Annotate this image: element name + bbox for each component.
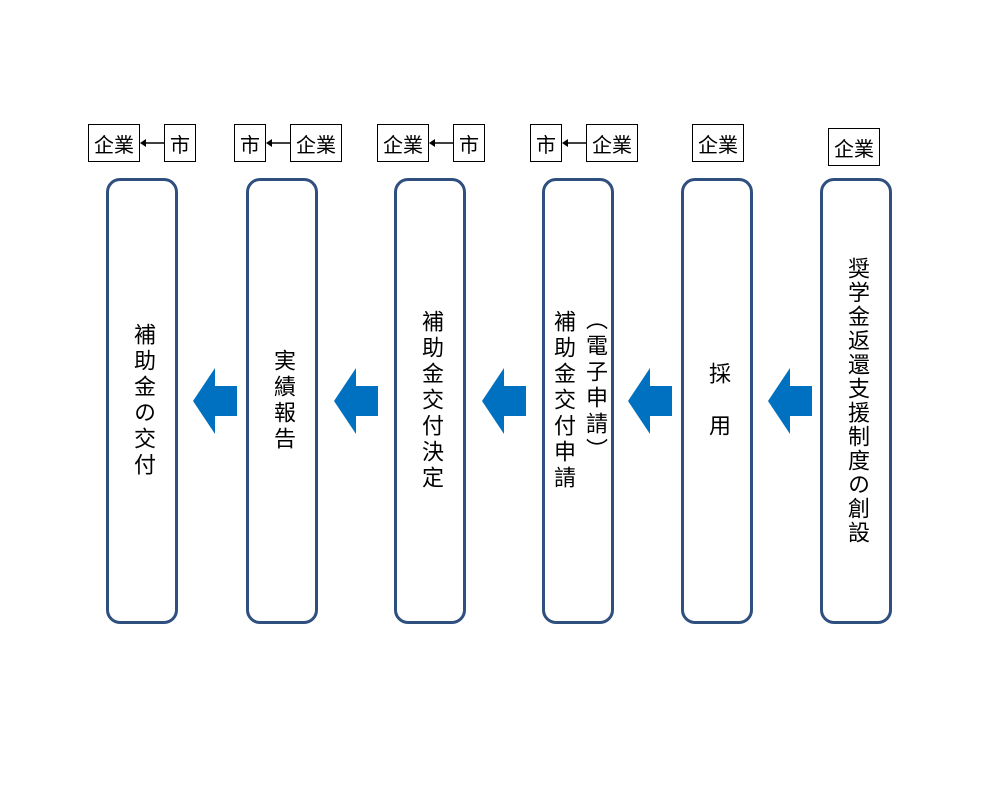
actor-box: 企業	[828, 128, 880, 166]
actor-box: 市	[234, 124, 266, 162]
actor-label-5: 企業	[692, 124, 744, 162]
flow-arrow-left-icon	[193, 368, 237, 434]
step-text: 奨学金返還支援制度の創設	[844, 257, 869, 545]
actor-label-6: 企業	[828, 128, 880, 166]
actor-box: 企業	[290, 124, 342, 162]
flow-arrow-left-icon	[482, 368, 526, 434]
arrow-left-icon	[266, 139, 290, 147]
arrow-left-icon	[140, 139, 164, 147]
actor-box: 企業	[692, 124, 744, 162]
step-text: 採 用	[705, 362, 730, 440]
step-box-1: 補助金の交付	[106, 178, 178, 624]
actor-label-4: 市 企業	[530, 124, 638, 162]
flow-arrow-left-icon	[334, 368, 378, 434]
step-subtext: （電子申請）	[582, 308, 607, 464]
actor-box: 市	[164, 124, 196, 162]
step-text: 補助金交付申請	[550, 310, 575, 492]
actor-box: 企業	[377, 124, 429, 162]
flow-arrow-left-icon	[768, 368, 812, 434]
actor-box: 市	[453, 124, 485, 162]
step-text: 補助金の交付	[130, 323, 155, 479]
step-text: 補助金交付決定	[418, 310, 443, 492]
actor-label-3: 企業 市	[377, 124, 485, 162]
actor-box: 企業	[88, 124, 140, 162]
actor-label-1: 企業 市	[88, 124, 196, 162]
step-text: 実績報告	[270, 349, 295, 453]
step-box-4: 補助金交付申請 （電子申請）	[542, 178, 614, 624]
actor-box: 企業	[586, 124, 638, 162]
actor-label-2: 市 企業	[234, 124, 342, 162]
step-box-2: 実績報告	[246, 178, 318, 624]
step-box-6: 奨学金返還支援制度の創設	[820, 178, 892, 624]
arrow-left-icon	[562, 139, 586, 147]
step-box-5: 採 用	[681, 178, 753, 624]
step-box-3: 補助金交付決定	[394, 178, 466, 624]
arrow-left-icon	[429, 139, 453, 147]
actor-box: 市	[530, 124, 562, 162]
flow-arrow-left-icon	[628, 368, 672, 434]
